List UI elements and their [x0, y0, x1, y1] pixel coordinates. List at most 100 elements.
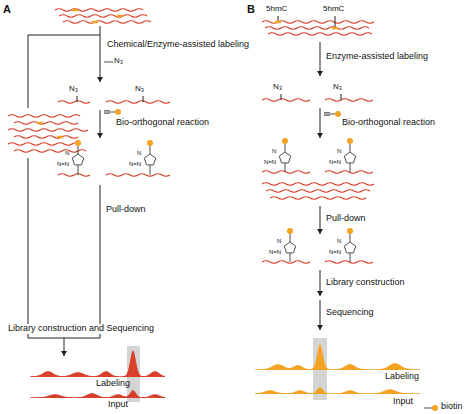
dna-strand	[325, 171, 373, 174]
arrow-head	[317, 71, 323, 76]
alkyne	[104, 112, 110, 113]
triazole-ring	[284, 242, 295, 253]
biotin-linker	[424, 408, 432, 409]
dna-strand	[325, 261, 373, 264]
triazole-ring	[344, 152, 355, 163]
step-label: Enzyme-assisted labeling	[326, 52, 428, 62]
dna-strand	[58, 174, 90, 177]
alkyne	[324, 112, 330, 113]
modification-mark	[92, 21, 98, 24]
signal-track	[30, 350, 165, 377]
dna-strand	[268, 33, 372, 36]
dna-strand	[55, 9, 143, 12]
dna-strand	[14, 150, 86, 153]
triazole-ring	[279, 152, 290, 163]
arrow-head	[317, 291, 323, 296]
modification-mark	[275, 21, 281, 24]
signal-track	[255, 344, 420, 370]
dna-strand	[325, 99, 373, 102]
chemical-group: N₃	[273, 83, 282, 92]
linker	[110, 112, 115, 113]
dna-strand	[8, 129, 88, 132]
dna-strand	[14, 136, 78, 139]
flow-line	[335, 16, 336, 28]
flow-line	[341, 94, 342, 100]
modification-mark	[332, 27, 338, 30]
modification-label: 5hmC	[323, 5, 344, 14]
linker	[350, 163, 351, 172]
step-label: Sequencing	[326, 308, 374, 318]
signal-track	[30, 390, 165, 398]
linker	[150, 165, 151, 175]
biotin-linker	[350, 234, 351, 242]
arrow-head	[317, 229, 323, 234]
flow-line	[28, 35, 100, 108]
ring-atom: N=N	[269, 249, 281, 256]
step-label: Library construction	[326, 278, 405, 288]
modification-label: 5hmC	[266, 5, 287, 14]
ring-atom: N	[337, 148, 341, 155]
arrow-head	[97, 77, 103, 82]
reagent-linker	[104, 62, 113, 63]
flow-line	[320, 42, 321, 76]
modification-mark	[72, 9, 78, 12]
arrow-head	[61, 351, 67, 356]
dna-strand	[106, 174, 170, 177]
chemical-group: N₃	[135, 85, 144, 94]
panel-letter: A	[3, 3, 11, 15]
chemical-group: N₃	[114, 57, 123, 66]
dna-strand	[262, 99, 310, 102]
flow-line	[281, 94, 282, 100]
step-label: Bio-orthogonal reaction	[342, 118, 435, 128]
dna-strand	[266, 190, 370, 193]
biotin-symbol	[287, 228, 293, 234]
biotin-symbol	[75, 140, 81, 146]
panel-letter: B	[247, 3, 255, 15]
alkyne	[104, 113, 110, 114]
linker	[285, 163, 286, 172]
ring-atom: N	[337, 238, 341, 245]
dna-strand	[58, 101, 90, 104]
biotin-symbol	[282, 138, 288, 144]
signal-track	[255, 387, 420, 394]
biotin-symbol	[115, 109, 121, 115]
arrow-head	[317, 133, 323, 138]
biotin-linker	[350, 144, 351, 152]
biotin-symbol	[432, 405, 438, 411]
modification-mark	[37, 122, 43, 125]
flow-line	[100, 26, 101, 35]
ring-atom: N=N	[129, 161, 141, 168]
flow-line	[77, 96, 78, 102]
triazole-ring	[72, 154, 83, 165]
biotin-linker	[290, 234, 291, 242]
biotin-linker	[285, 144, 286, 152]
step-label: Bio-orthogonal reaction	[116, 118, 209, 128]
flow-line	[143, 96, 144, 102]
dna-strand	[262, 261, 310, 264]
chemical-group: N₃	[69, 85, 78, 94]
ring-atom: N	[137, 150, 141, 157]
ring-atom: N=N	[57, 161, 69, 168]
linker	[78, 165, 79, 175]
biotin-symbol	[335, 111, 341, 117]
ring-atom: N	[65, 150, 69, 157]
dna-strand	[63, 21, 151, 24]
step-label: Library construction and Sequencing	[6, 324, 156, 334]
dna-strand	[262, 183, 374, 186]
triazole-ring	[144, 154, 155, 165]
flow-line	[100, 185, 101, 338]
flow-line	[28, 158, 100, 338]
arrow-head	[97, 133, 103, 138]
biotin-linker	[78, 146, 79, 154]
biotin-linker	[150, 146, 151, 154]
dna-strand	[8, 115, 80, 118]
arrow-head	[317, 325, 323, 330]
track-label: Input	[393, 397, 413, 407]
dna-strand	[14, 122, 78, 125]
track-label: Input	[108, 400, 128, 410]
track-label: Labeling	[96, 379, 130, 389]
triazole-ring	[344, 242, 355, 253]
chemical-group: N₃	[333, 83, 342, 92]
dna-strand	[270, 197, 366, 200]
